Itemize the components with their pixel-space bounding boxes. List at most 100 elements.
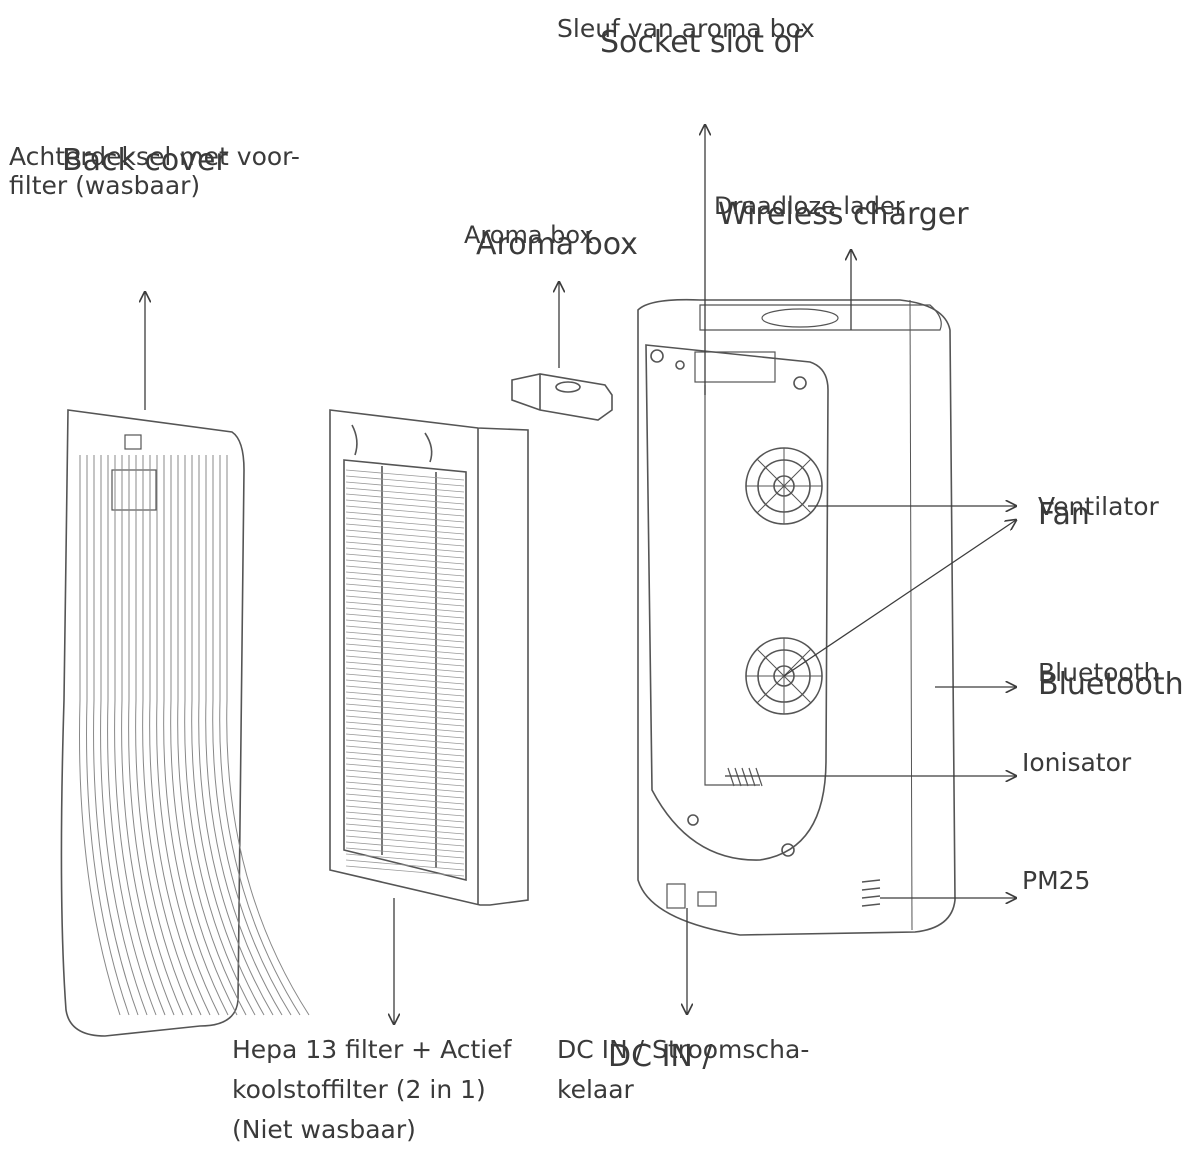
cover-groove bbox=[114, 455, 166, 1016]
cover-groove bbox=[149, 455, 211, 1016]
filter-pleat bbox=[345, 685, 465, 697]
filter-pleat bbox=[345, 733, 465, 745]
filter-pleat bbox=[345, 517, 465, 529]
filter-pleat bbox=[345, 529, 465, 541]
cover-groove bbox=[198, 455, 274, 1016]
filter-pleat bbox=[345, 781, 465, 793]
filter-pleat bbox=[345, 787, 465, 799]
cover-groove bbox=[156, 455, 220, 1016]
purifier-unit-illustration bbox=[637, 298, 956, 936]
filter-pleat bbox=[345, 805, 465, 817]
label-socket-slot-nl: Sleuf van aroma box bbox=[557, 14, 815, 43]
filter-pleat bbox=[345, 607, 465, 619]
label-bluetooth-en: Bluetooth bbox=[1038, 667, 1184, 702]
filter-pleat bbox=[345, 661, 465, 673]
filter-pleat bbox=[345, 571, 465, 583]
filter-pleat bbox=[345, 511, 465, 523]
filter-pleat bbox=[345, 709, 465, 721]
filter-pleat bbox=[345, 523, 465, 535]
filter-pleat bbox=[345, 601, 465, 613]
cover-groove bbox=[93, 455, 139, 1016]
filter-pleat bbox=[345, 697, 465, 709]
leader-lines bbox=[145, 125, 1016, 1024]
label-filter-nl: Hepa 13 filter + Actief koolstoffilter (… bbox=[232, 1035, 512, 1144]
filter-pleat bbox=[345, 631, 465, 643]
cover-groove bbox=[163, 455, 229, 1016]
filter-pleat bbox=[345, 481, 465, 493]
filter-pleat bbox=[345, 487, 465, 499]
label-socket-slot-en: Socket slot of bbox=[600, 25, 803, 60]
cover-groove bbox=[135, 455, 193, 1016]
cover-groove bbox=[219, 455, 301, 1016]
filter-pleat bbox=[345, 835, 465, 847]
filter-pleat bbox=[345, 637, 465, 649]
back-cover-illustration bbox=[60, 409, 310, 1037]
filter-pleat bbox=[345, 799, 465, 811]
filter-pleat bbox=[345, 535, 465, 547]
filter-pleat bbox=[345, 715, 465, 727]
cover-groove bbox=[107, 455, 157, 1016]
filter-pleat bbox=[345, 859, 465, 871]
filter-pleat bbox=[345, 667, 465, 679]
filter-pleat bbox=[345, 655, 465, 667]
label-aroma-box-nl: Aroma box bbox=[464, 221, 594, 249]
cover-groove bbox=[170, 455, 238, 1016]
label-back-cover-en: Back cover bbox=[62, 143, 228, 178]
filter-pleat bbox=[345, 727, 465, 739]
filter-pleat bbox=[345, 745, 465, 757]
filter-pleat bbox=[345, 577, 465, 589]
filter-pleat bbox=[345, 865, 465, 877]
label-fan-nl: Ventilator bbox=[1038, 492, 1159, 521]
cover-groove bbox=[212, 455, 292, 1016]
filter-pleat bbox=[345, 499, 465, 511]
filter-pleat bbox=[345, 475, 465, 487]
filter-pleat bbox=[345, 541, 465, 553]
cover-groove bbox=[121, 455, 175, 1016]
filter-pleat bbox=[345, 673, 465, 685]
filter-pleat bbox=[345, 769, 465, 781]
cover-groove bbox=[226, 455, 310, 1016]
filter-pleat bbox=[345, 547, 465, 559]
label-dc-in-en: DC IN / bbox=[608, 1039, 713, 1074]
cover-groove bbox=[142, 455, 202, 1016]
hepa-filter-illustration bbox=[329, 409, 529, 906]
filter-pleat bbox=[345, 751, 465, 763]
aroma-box-illustration bbox=[511, 373, 613, 421]
filter-pleat bbox=[345, 619, 465, 631]
filter-pleat bbox=[345, 847, 465, 859]
cover-groove bbox=[128, 455, 184, 1016]
filter-pleat bbox=[345, 559, 465, 571]
cover-groove bbox=[191, 455, 265, 1016]
filter-pleat bbox=[345, 775, 465, 787]
label-wireless-charger-nl: Draadloze lader bbox=[714, 192, 905, 220]
cover-groove bbox=[79, 455, 121, 1016]
filter-pleat bbox=[345, 625, 465, 637]
filter-pleat bbox=[345, 703, 465, 715]
filter-pleat bbox=[345, 589, 465, 601]
label-fan-en: Fan bbox=[1038, 497, 1090, 532]
cover-groove bbox=[86, 455, 130, 1016]
filter-pleat bbox=[345, 679, 465, 691]
filter-pleat bbox=[345, 643, 465, 655]
label-pm25: PM25 bbox=[1022, 866, 1091, 895]
filter-pleat bbox=[345, 649, 465, 661]
cover-groove bbox=[100, 455, 148, 1016]
filter-pleat bbox=[345, 565, 465, 577]
filter-pleat bbox=[345, 595, 465, 607]
label-dc-in-nl: DC IN / Stroomscha- kelaar bbox=[557, 1035, 810, 1104]
filter-pleat bbox=[345, 817, 465, 829]
cover-groove bbox=[205, 455, 283, 1016]
cover-groove bbox=[184, 455, 256, 1016]
filter-pleat bbox=[345, 469, 465, 481]
filter-pleat bbox=[345, 493, 465, 505]
filter-pleat bbox=[345, 823, 465, 835]
label-ionizer-nl: Ionisator bbox=[1022, 748, 1132, 777]
filter-pleat bbox=[345, 763, 465, 775]
label-aroma-box-en: Aroma box bbox=[476, 227, 638, 262]
label-bluetooth-nl: Bluetooth bbox=[1038, 658, 1160, 687]
filter-pleat bbox=[345, 841, 465, 853]
filter-pleat bbox=[345, 811, 465, 823]
filter-pleat bbox=[345, 721, 465, 733]
filter-pleat bbox=[345, 583, 465, 595]
